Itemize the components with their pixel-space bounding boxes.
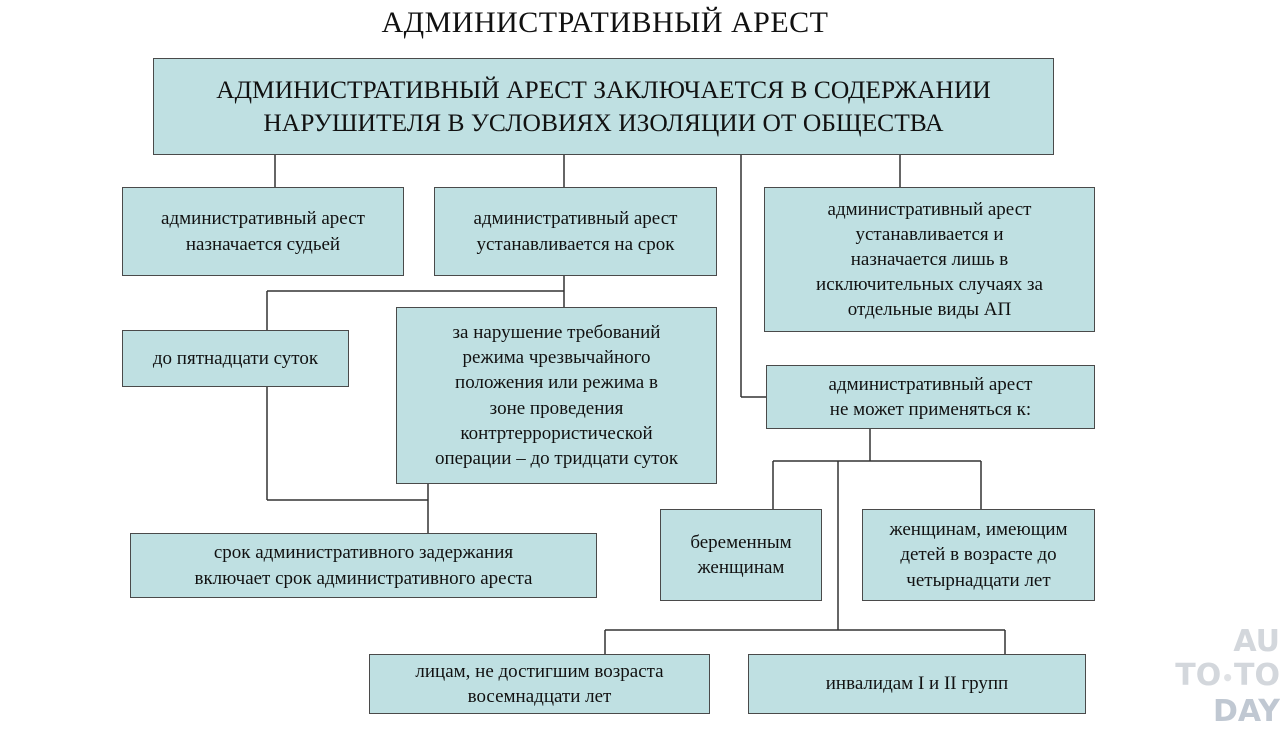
diagram-title: АДМИНИСТРАТИВНЫЙ АРЕСТ xyxy=(381,6,829,39)
box-main-definition-text: АДМИНИСТРАТИВНЫЙ АРЕСТ ЗАКЛЮЧАЕТСЯ В СОД… xyxy=(216,74,991,137)
box-up-to-thirty-days-text: за нарушение требований режима чрезвычай… xyxy=(434,322,679,469)
watermark-line2-b: TO xyxy=(1234,658,1280,693)
watermark-dot: • xyxy=(1221,666,1235,690)
box-set-for-term-text: административный арест устанавливается н… xyxy=(473,208,678,255)
box-main-definition: АДМИНИСТРАТИВНЫЙ АРЕСТ ЗАКЛЮЧАЕТСЯ В СОД… xyxy=(153,58,1054,155)
watermark-logo: AU TO•TO DAY xyxy=(1168,625,1280,729)
box-set-for-term: административный арест устанавливается н… xyxy=(434,187,717,276)
watermark-line1: AU xyxy=(1233,624,1280,659)
box-not-applicable-to: административный арест не может применят… xyxy=(766,365,1095,429)
box-pregnant-women-text: беременным женщинам xyxy=(690,531,792,578)
box-up-to-thirty-days: за нарушение требований режима чрезвычай… xyxy=(396,307,717,484)
box-exceptional-cases: административный арест устанавливается и… xyxy=(764,187,1095,332)
box-minors: лицам, не достигшим возраста восемнадцат… xyxy=(369,654,710,714)
watermark-line2-a: TO xyxy=(1175,658,1222,693)
box-disabled-groups: инвалидам I и II групп xyxy=(748,654,1086,714)
box-disabled-groups-text: инвалидам I и II групп xyxy=(825,673,1009,695)
box-up-to-fifteen-days-text: до пятнадцати суток xyxy=(152,347,319,369)
box-detention-term-text: срок административного задержания включа… xyxy=(194,542,533,589)
box-not-applicable-to-text: административный арест не может применят… xyxy=(828,373,1033,420)
box-exceptional-cases-text: административный арест устанавливается и… xyxy=(816,198,1043,321)
watermark-line3: DAY xyxy=(1213,694,1280,729)
box-up-to-fifteen-days: до пятнадцати суток xyxy=(122,330,349,387)
box-women-with-children-text: женщинам, имеющим детей в возрасте до че… xyxy=(889,519,1068,591)
box-appointed-by-judge-text: административный арест назначается судье… xyxy=(161,208,365,255)
box-pregnant-women: беременным женщинам xyxy=(660,509,822,601)
box-women-with-children: женщинам, имеющим детей в возрасте до че… xyxy=(862,509,1095,601)
box-appointed-by-judge: административный арест назначается судье… xyxy=(122,187,404,276)
box-detention-term: срок административного задержания включа… xyxy=(130,533,597,598)
watermark-line2: TO•TO xyxy=(1168,659,1280,695)
box-minors-text: лицам, не достигшим возраста восемнадцат… xyxy=(415,660,664,707)
